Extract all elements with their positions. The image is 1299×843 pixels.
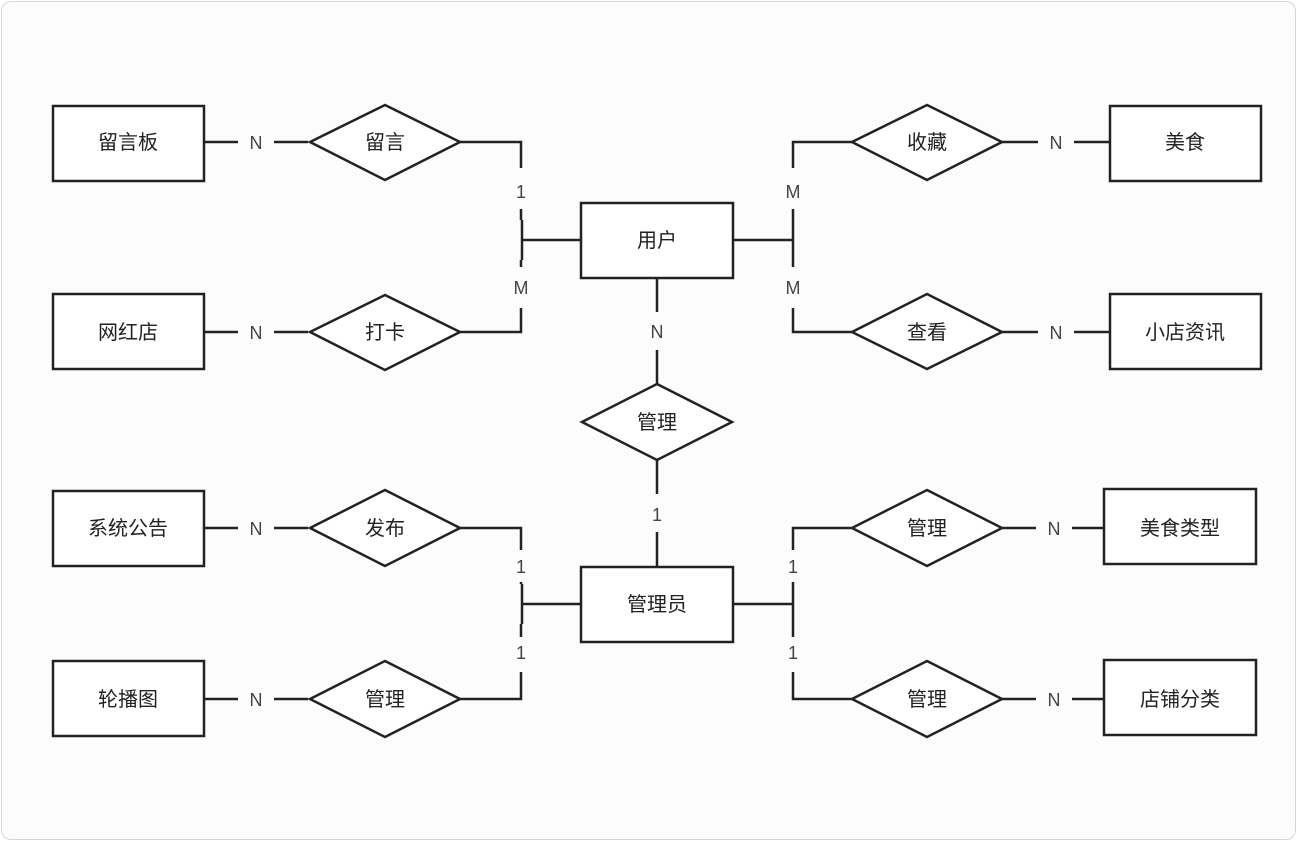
entity-shop-news[interactable]: 小店资讯: [1108, 292, 1263, 371]
relationship-publish[interactable]: 发布: [307, 488, 463, 568]
relationship-manage-shop-category[interactable]: 管理: [849, 659, 1005, 739]
entity-message-board[interactable]: 留言板: [51, 104, 206, 183]
relationship-manage-carousel-label: 管理: [365, 687, 405, 711]
cardinality-view-user: M: [786, 278, 801, 298]
entity-carousel-label: 轮播图: [98, 687, 158, 711]
entity-message-board-label: 留言板: [98, 130, 158, 154]
relationship-checkin[interactable]: 打卡: [307, 293, 463, 372]
cardinality-manage-user-side: N: [651, 322, 664, 342]
entity-carousel[interactable]: 轮播图: [51, 659, 206, 738]
relationship-view-label: 查看: [907, 320, 947, 344]
entity-food[interactable]: 美食: [1108, 104, 1263, 183]
cardinality-shop-category-right: N: [1048, 690, 1061, 710]
entity-shop-news-label: 小店资讯: [1145, 320, 1225, 344]
relationship-manage-users-label: 管理: [637, 410, 677, 434]
cardinality-labels: N 1 N M M N M N N 1 N 1 N 1 1 N 1 N: [250, 133, 1063, 710]
entity-user[interactable]: 用户: [579, 201, 735, 280]
entity-system-notice[interactable]: 系统公告: [51, 489, 206, 568]
entity-admin-label: 管理员: [627, 592, 687, 616]
relationship-checkin-label: 打卡: [365, 320, 405, 344]
cardinality-publish-left: N: [250, 519, 263, 539]
entity-food-type[interactable]: 美食类型: [1102, 487, 1258, 566]
entity-influencer-shop-label: 网红店: [98, 320, 158, 344]
cardinality-carousel-left: N: [250, 690, 263, 710]
relationship-favorite[interactable]: 收藏: [849, 103, 1005, 182]
cardinality-checkin-user: M: [514, 278, 529, 298]
cardinality-view-right: N: [1050, 323, 1063, 343]
relationship-publish-label: 发布: [365, 516, 405, 540]
entity-system-notice-label: 系统公告: [88, 516, 168, 540]
entity-food-label: 美食: [1165, 130, 1205, 154]
entity-food-type-label: 美食类型: [1140, 516, 1220, 540]
entity-influencer-shop[interactable]: 网红店: [51, 292, 206, 371]
cardinality-carousel-admin: 1: [516, 643, 526, 663]
cardinality-manage-admin-side: 1: [652, 505, 662, 525]
relationship-manage-shop-category-label: 管理: [907, 687, 947, 711]
relationship-favorite-label: 收藏: [907, 130, 947, 154]
cardinality-checkin-left: N: [250, 323, 263, 343]
relationship-manage-users[interactable]: 管理: [579, 382, 735, 462]
cardinality-food-type-right: N: [1048, 519, 1061, 539]
relationship-view[interactable]: 查看: [849, 292, 1005, 371]
cardinality-favorite-user: M: [786, 182, 801, 202]
cardinality-publish-admin: 1: [516, 557, 526, 577]
cardinality-message-left: N: [250, 133, 263, 153]
entity-user-label: 用户: [637, 228, 677, 252]
connector-lines: [204, 140, 1110, 701]
relationship-message-label: 留言: [365, 130, 405, 154]
entity-shop-category[interactable]: 店铺分类: [1102, 658, 1258, 737]
cardinality-shop-category-admin: 1: [788, 643, 798, 663]
entity-shop-category-label: 店铺分类: [1140, 687, 1220, 711]
relationship-manage-food-type-label: 管理: [907, 516, 947, 540]
cardinality-message-user: 1: [516, 182, 526, 202]
entity-admin[interactable]: 管理员: [579, 565, 735, 644]
cardinality-favorite-right: N: [1050, 133, 1063, 153]
relationship-manage-carousel[interactable]: 管理: [307, 659, 463, 739]
cardinality-food-type-admin: 1: [788, 557, 798, 577]
relationship-manage-food-type[interactable]: 管理: [849, 488, 1005, 568]
relationship-message[interactable]: 留言: [307, 103, 463, 182]
